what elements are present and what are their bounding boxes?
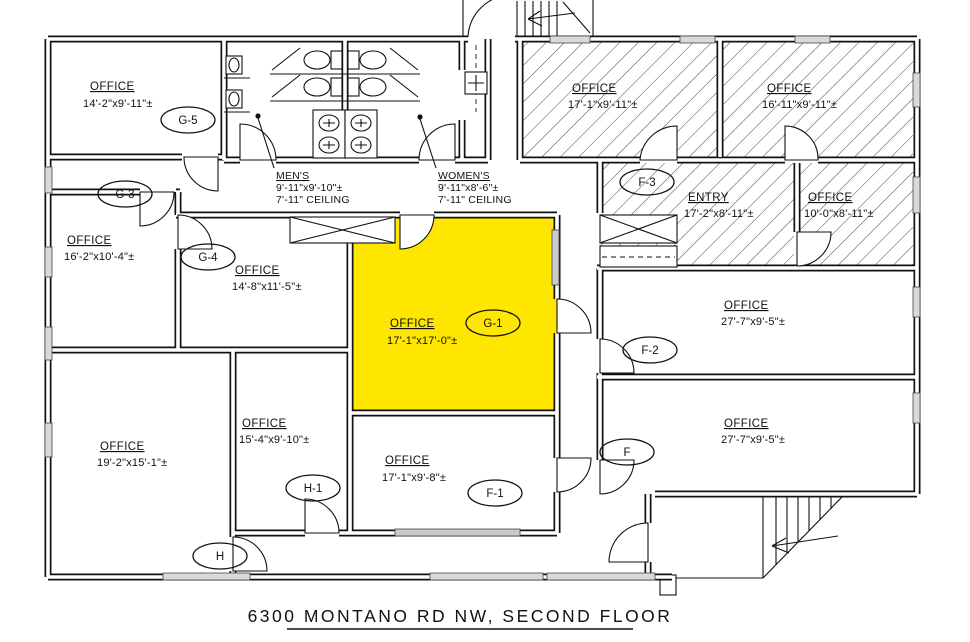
tag-oval-f2 — [622, 336, 678, 364]
tag-text: H — [216, 551, 224, 563]
room-label: OFFICE — [385, 455, 430, 467]
tag-text: F-1 — [486, 488, 503, 500]
door-g1-right — [556, 298, 592, 334]
leader-lines — [255, 113, 437, 169]
sidelite — [394, 528, 521, 537]
room-label: OFFICE — [100, 441, 145, 453]
tag-oval-g3 — [97, 180, 153, 208]
room-labels: OFFICE 14'-2"x9'-11"± MEN'S 9'-11"x9'-10… — [64, 81, 874, 484]
room-dims: 19'-2"x15'-1"± — [97, 457, 167, 469]
room-label: OFFICE — [572, 83, 617, 95]
room-label: OFFICE — [808, 192, 853, 204]
room-dims: 10'-0"x8'-11"± — [804, 208, 874, 220]
room-label: ENTRY — [688, 192, 729, 204]
room-dims: 17'-1"x9'-8"± — [382, 472, 446, 484]
room-dims: 17'-1"x17'-0"± — [387, 335, 457, 347]
door-office-e — [796, 231, 832, 267]
tag-text: G-5 — [178, 115, 197, 127]
mens-toilets — [270, 47, 345, 102]
door-g5 — [183, 156, 219, 192]
room-label: OFFICE — [242, 418, 287, 430]
hatched-office-ne1-area — [520, 42, 717, 157]
title-text: 6300 MONTANO RD NW, SECOND FLOOR — [248, 606, 673, 626]
room-ceiling: 7'-11" CEILING — [276, 194, 350, 206]
sheet-title: 6300 MONTANO RD NW, SECOND FLOOR — [248, 606, 673, 630]
door-g1-top — [399, 214, 435, 250]
stairs-bottom — [672, 496, 843, 579]
room-label: OFFICE — [67, 235, 112, 247]
tag-text: F-2 — [641, 345, 658, 357]
door-womens — [418, 123, 456, 161]
tag-oval-f1 — [467, 479, 523, 507]
room-dims: 14'-2"x9'-11"± — [83, 98, 153, 110]
tag-text: G-3 — [115, 189, 134, 201]
room-label: OFFICE — [724, 300, 769, 312]
door-f3 — [639, 125, 678, 161]
room-ceiling: 7'-11" CEILING — [438, 194, 512, 206]
room-dims: 9'-11"x9'-10"± — [276, 182, 343, 194]
door-office-ne2 — [784, 125, 819, 161]
closet-x2 — [599, 214, 678, 244]
room-dims: 17'-1"x9'-11"± — [568, 99, 638, 111]
suite-tags: G-5 G-3 G-4 G-1 F-3 F-2 F H-1 H F-1 — [97, 106, 678, 570]
closets — [289, 214, 678, 268]
door-f2 — [599, 338, 635, 374]
tag-text: G-1 — [483, 318, 502, 330]
room-dims: 17'-2"x8'-11"± — [684, 208, 754, 220]
highlighted-room-g1 — [350, 215, 557, 413]
room-dims: 9'-11"x8'-6"± — [438, 182, 499, 194]
tag-oval-f3 — [619, 168, 675, 196]
womens-sinks — [344, 109, 378, 159]
tag-oval-h — [192, 542, 248, 570]
sidelite — [551, 229, 560, 286]
room-label: OFFICE — [235, 265, 280, 277]
hatched-areas — [520, 42, 913, 266]
urinals — [224, 55, 250, 113]
stair-door-arc — [467, 0, 493, 38]
tag-oval-g5 — [160, 106, 216, 134]
windows — [44, 35, 921, 581]
counter-dashed — [599, 245, 678, 268]
tag-oval-h1 — [285, 474, 341, 502]
room-label: WOMEN'S — [438, 170, 490, 182]
room-dims: 27'-7"x9'-5"± — [721, 434, 785, 446]
door-mens — [239, 123, 277, 161]
stairs-top — [462, 0, 594, 38]
closet-x1 — [289, 216, 396, 244]
restroom-fixtures — [224, 45, 488, 169]
room-dims: 14'-8"x11'-5"± — [232, 281, 302, 293]
hatched-office-ne2-area — [723, 42, 913, 157]
tag-text: F — [623, 447, 630, 459]
doors — [139, 123, 832, 572]
womens-toilets — [345, 47, 420, 102]
room-label: MEN'S — [276, 170, 309, 182]
tag-text: H-1 — [304, 483, 323, 495]
service-sink — [464, 45, 488, 112]
tag-oval-g1 — [465, 309, 521, 337]
tag-oval-f — [599, 438, 655, 466]
door-corridor — [608, 522, 649, 563]
room-label: OFFICE — [90, 81, 135, 93]
room-label: OFFICE — [390, 318, 435, 330]
room-label: OFFICE — [767, 83, 812, 95]
tag-text: G-4 — [198, 252, 218, 264]
room-dims: 27'-7"x9'-5"± — [721, 316, 785, 328]
tag-oval-g4 — [180, 243, 236, 271]
room-dims: 16'-2"x10'-4"± — [64, 251, 134, 263]
room-dims: 15'-4"x9'-10"± — [239, 434, 309, 446]
door-f1 — [556, 457, 592, 493]
door-h1 — [304, 498, 340, 534]
mens-sinks — [312, 109, 346, 159]
door-f — [599, 459, 635, 495]
tag-text: F-3 — [638, 177, 655, 189]
door-h — [232, 536, 268, 572]
room-label: OFFICE — [724, 418, 769, 430]
room-dims: 16'-11"x9'-11"± — [762, 99, 837, 111]
door-g4 — [177, 214, 213, 250]
door-g3 — [139, 191, 175, 227]
